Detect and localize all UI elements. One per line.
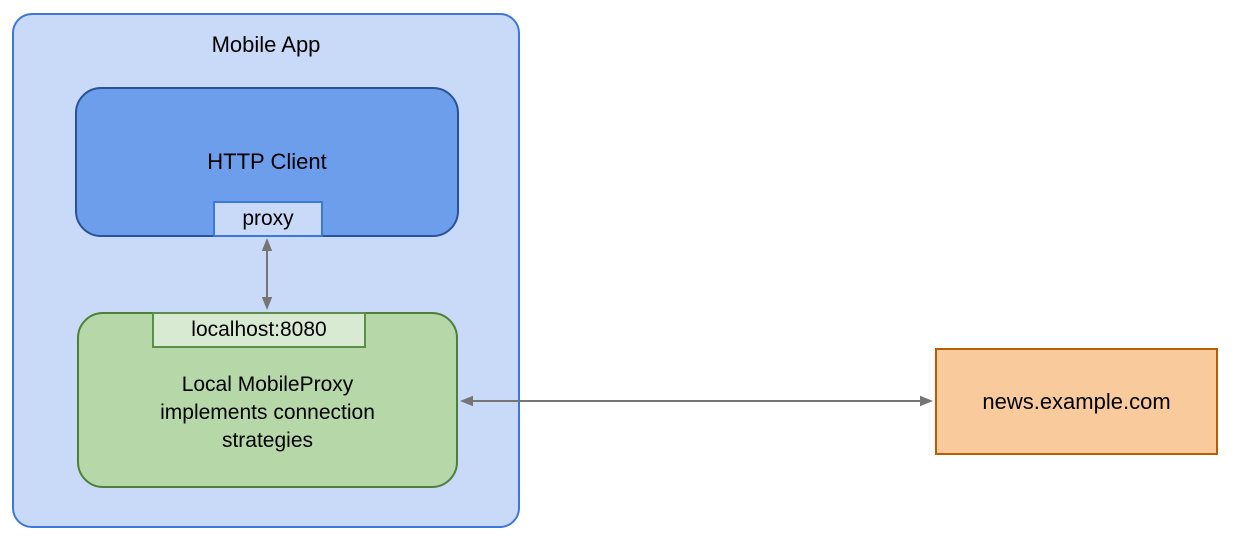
- localhost-port-badge: localhost:8080: [152, 312, 366, 348]
- proxy-port-label: proxy: [242, 207, 294, 230]
- proxy-port-box: proxy: [213, 201, 323, 237]
- news-server-box: news.example.com: [935, 348, 1218, 455]
- mobileproxy-newsserver-arrow: [460, 395, 933, 407]
- local-mobileproxy-label: Local MobileProxy implements connection …: [160, 373, 375, 452]
- localhost-port-label: localhost:8080: [191, 318, 327, 341]
- local-mobileproxy-box: localhost:8080 Local MobileProxy impleme…: [77, 312, 458, 488]
- mobile-app-title: Mobile App: [211, 32, 321, 57]
- http-client-label: HTTP Client: [207, 149, 327, 174]
- mobile-app-box: Mobile App HTTP Client proxy localhost:8…: [12, 13, 520, 528]
- news-server-label: news.example.com: [982, 388, 1171, 414]
